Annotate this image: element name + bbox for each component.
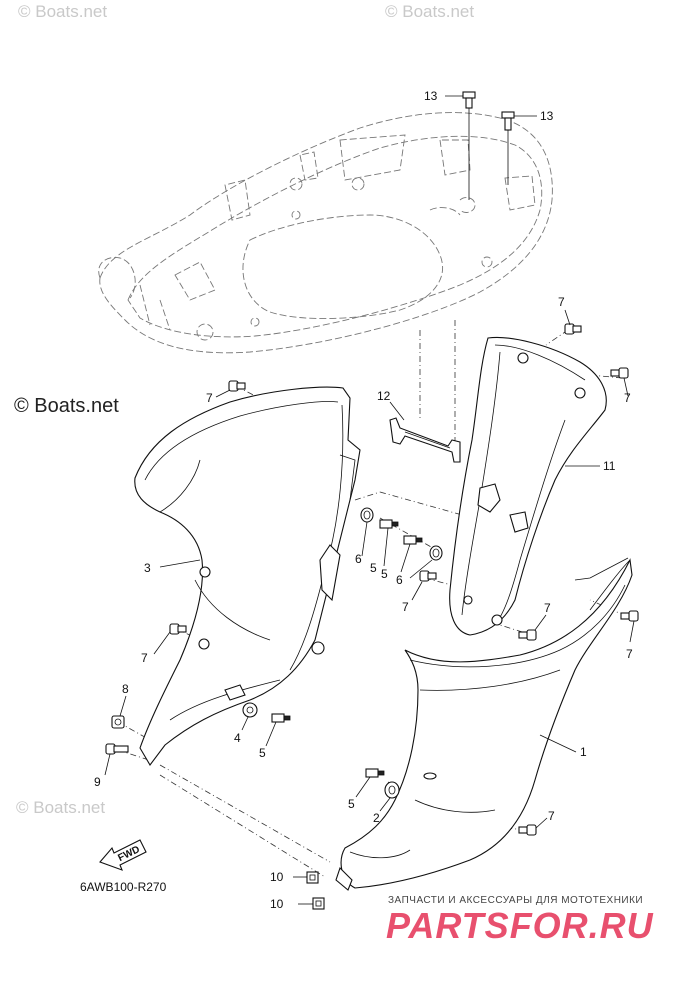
grommet-4 [242,702,258,718]
bolt-7-b [564,323,582,335]
side-cover-11 [449,336,607,636]
callout-13-right: 13 [540,109,554,123]
shop-tagline: ЗАПЧАСТИ И АКСЕССУАРЫ ДЛЯ МОТОТЕХНИКИ [388,895,644,906]
callout-6-left: 6 [355,552,362,566]
bolt-8 [111,715,125,729]
callout-10-upper: 10 [270,870,284,884]
grommet-6-a [360,507,374,523]
bolt-7-e [518,629,537,641]
pin-5-b [403,535,423,545]
bolt-7-g [169,623,187,635]
bolt-13-left [462,91,476,200]
nut-10-a [306,871,319,884]
pin-5-d [365,768,385,778]
callout-7-top-right: 7 [558,295,565,309]
callout-8: 8 [122,682,129,696]
side-cover-3 [134,386,361,766]
bolt-7-f [620,610,639,622]
callout-5-bottom: 5 [348,797,355,811]
bottom-cowling-ghost [98,112,553,354]
bolt-7-c [610,367,629,379]
shop-logo[interactable]: PARTSFOR.RU [386,905,654,946]
callout-4: 4 [234,731,241,745]
bolt-13-right [501,111,515,185]
callout-6-right: 6 [396,573,403,587]
diagram-code: 6AWB100-R270 [80,880,167,894]
callout-11: 11 [603,459,616,473]
fwd-arrow-icon: FWD [99,839,147,871]
callout-13-left: 13 [424,89,438,103]
callout-2: 2 [373,811,380,825]
callout-5-lower: 5 [259,746,266,760]
watermark-main: © Boats.net [14,395,119,417]
grommet-2 [384,781,400,799]
callout-7-far-right: 7 [626,647,633,661]
pin-5-c [271,713,291,723]
callout-7-left: 7 [141,651,148,665]
callout-7-mid: 7 [402,600,409,614]
leader-lines [104,95,635,905]
callout-10-lower: 10 [270,897,284,911]
fasteners [105,323,639,910]
callout-3: 3 [144,561,151,575]
callout-9: 9 [94,775,101,789]
callout-7-top-left: 7 [206,391,213,405]
pin-5-a [379,519,399,529]
watermark-top-left: © Boats.net [18,2,108,21]
callout-12: 12 [377,389,391,403]
callout-labels: 13 13 7 7 7 12 11 3 6 5 5 6 7 7 7 7 8 4 … [94,89,633,911]
watermark-bottom-left: © Boats.net [16,798,106,817]
watermark-top-center: © Boats.net [385,2,475,21]
grommet-6-b [429,545,443,561]
bolt-9 [105,743,129,755]
callout-7-bottom: 7 [548,809,555,823]
nut-10-b [312,897,325,910]
callout-5-left: 5 [370,561,377,575]
bolt-7-h [518,824,537,836]
bolt-7-d [419,570,437,582]
bolt-7-a [228,380,246,392]
callout-1: 1 [580,745,587,759]
callout-7-right: 7 [624,391,631,405]
bracket-12 [389,417,461,463]
callout-5-mid: 5 [381,567,388,581]
callout-7-right-mid: 7 [544,601,551,615]
